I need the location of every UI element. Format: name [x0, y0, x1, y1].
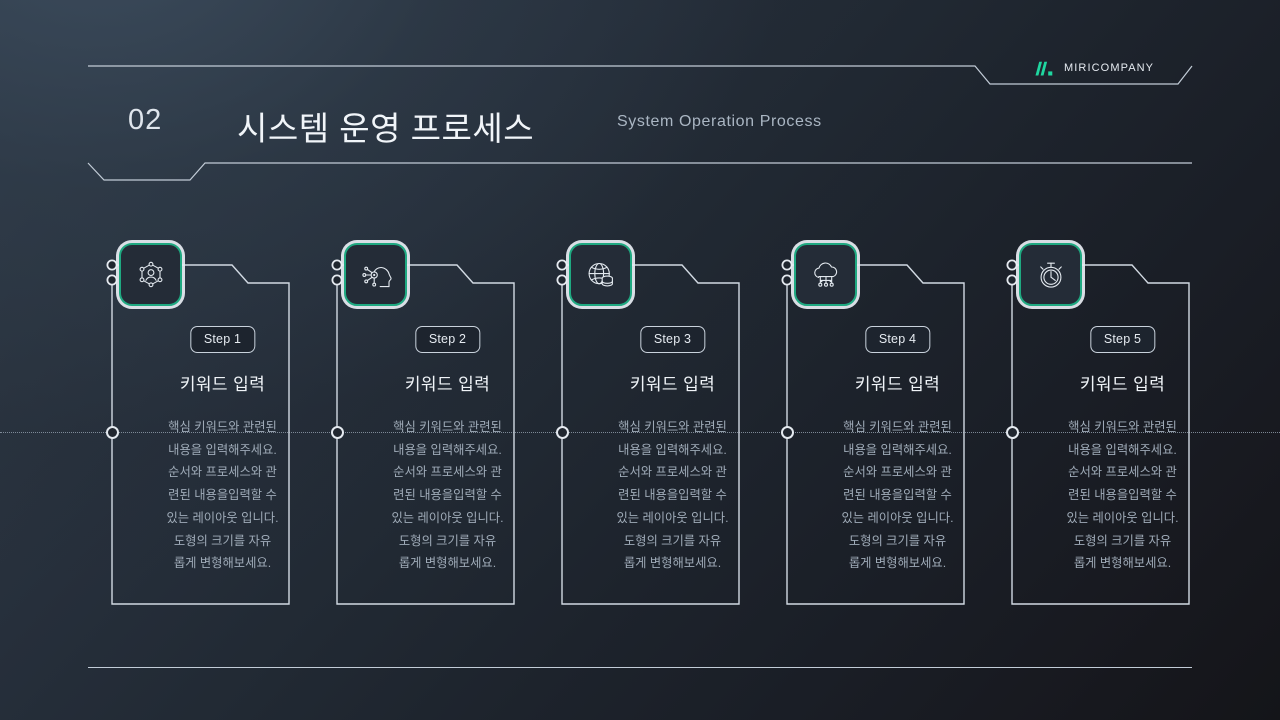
cloud-network-icon — [813, 261, 837, 287]
step-description: 핵심 키워드와 관련된 내용을 입력해주세요. 순서와 프로세스와 관 련된 내… — [616, 420, 729, 571]
rail-node — [556, 426, 569, 439]
step-icon-box[interactable] — [344, 243, 407, 306]
step-badge: Step 2 — [414, 326, 481, 353]
card-outline — [331, 259, 515, 605]
step-title: 키워드 입력 — [1079, 375, 1166, 394]
rail-node — [1006, 426, 1019, 439]
step-title: 키워드 입력 — [854, 375, 941, 394]
page-title: 시스템 운영 프로세스 — [237, 110, 535, 147]
slide-number: 02 — [128, 104, 163, 136]
process-step-card[interactable]: Step 4 키워드 입력 핵심 키워드와 관련된 내용을 입력해주세요. 순서… — [781, 240, 1010, 606]
card-outline — [781, 259, 965, 605]
step-icon-box[interactable] — [1019, 243, 1082, 306]
ai-brain-head-icon — [361, 266, 392, 287]
card-outline — [1006, 259, 1190, 605]
step-badge: Step 5 — [1089, 326, 1156, 353]
step-badge: Step 4 — [864, 326, 931, 353]
process-rail — [0, 432, 1280, 435]
brand-logo: MIRICOMPANY — [1035, 59, 1154, 77]
step-description: 핵심 키워드와 관련된 내용을 입력해주세요. 순서와 프로세스와 관 련된 내… — [1066, 420, 1179, 571]
rail-node — [781, 426, 794, 439]
step-description: 핵심 키워드와 관련된 내용을 입력해주세요. 순서와 프로세스와 관 련된 내… — [166, 420, 279, 571]
step-description: 핵심 키워드와 관련된 내용을 입력해주세요. 순서와 프로세스와 관 련된 내… — [391, 420, 504, 571]
step-description: 핵심 키워드와 관련된 내용을 입력해주세요. 순서와 프로세스와 관 련된 내… — [841, 420, 954, 571]
step-icon-box[interactable] — [119, 243, 182, 306]
process-step-card[interactable]: Step 1 키워드 입력 핵심 키워드와 관련된 내용을 입력해주세요. 순서… — [106, 240, 335, 606]
page-subtitle: System Operation Process — [617, 113, 822, 130]
rail-node — [331, 426, 344, 439]
step-badge: Step 1 — [189, 326, 256, 353]
user-network-icon — [139, 261, 162, 287]
card-outline — [556, 259, 740, 605]
process-step-card[interactable]: Step 2 키워드 입력 핵심 키워드와 관련된 내용을 입력해주세요. 순서… — [331, 240, 560, 606]
step-badge: Step 3 — [639, 326, 706, 353]
step-title: 키워드 입력 — [629, 375, 716, 394]
rail-node — [106, 426, 119, 439]
miri-logo-icon — [1035, 61, 1053, 75]
step-title: 키워드 입력 — [179, 375, 266, 394]
step-icon-box[interactable] — [794, 243, 857, 306]
brand-name: MIRICOMPANY — [1064, 62, 1155, 74]
process-step-card[interactable]: Step 5 키워드 입력 핵심 키워드와 관련된 내용을 입력해주세요. 순서… — [1006, 240, 1235, 606]
process-step-card[interactable]: Step 3 키워드 입력 핵심 키워드와 관련된 내용을 입력해주세요. 순서… — [556, 240, 785, 606]
footer-divider — [88, 667, 1192, 668]
step-title: 키워드 입력 — [404, 375, 491, 394]
card-outline — [106, 259, 290, 605]
globe-database-icon — [588, 262, 613, 286]
step-icon-box[interactable] — [569, 243, 632, 306]
stopwatch-icon — [1039, 262, 1062, 288]
